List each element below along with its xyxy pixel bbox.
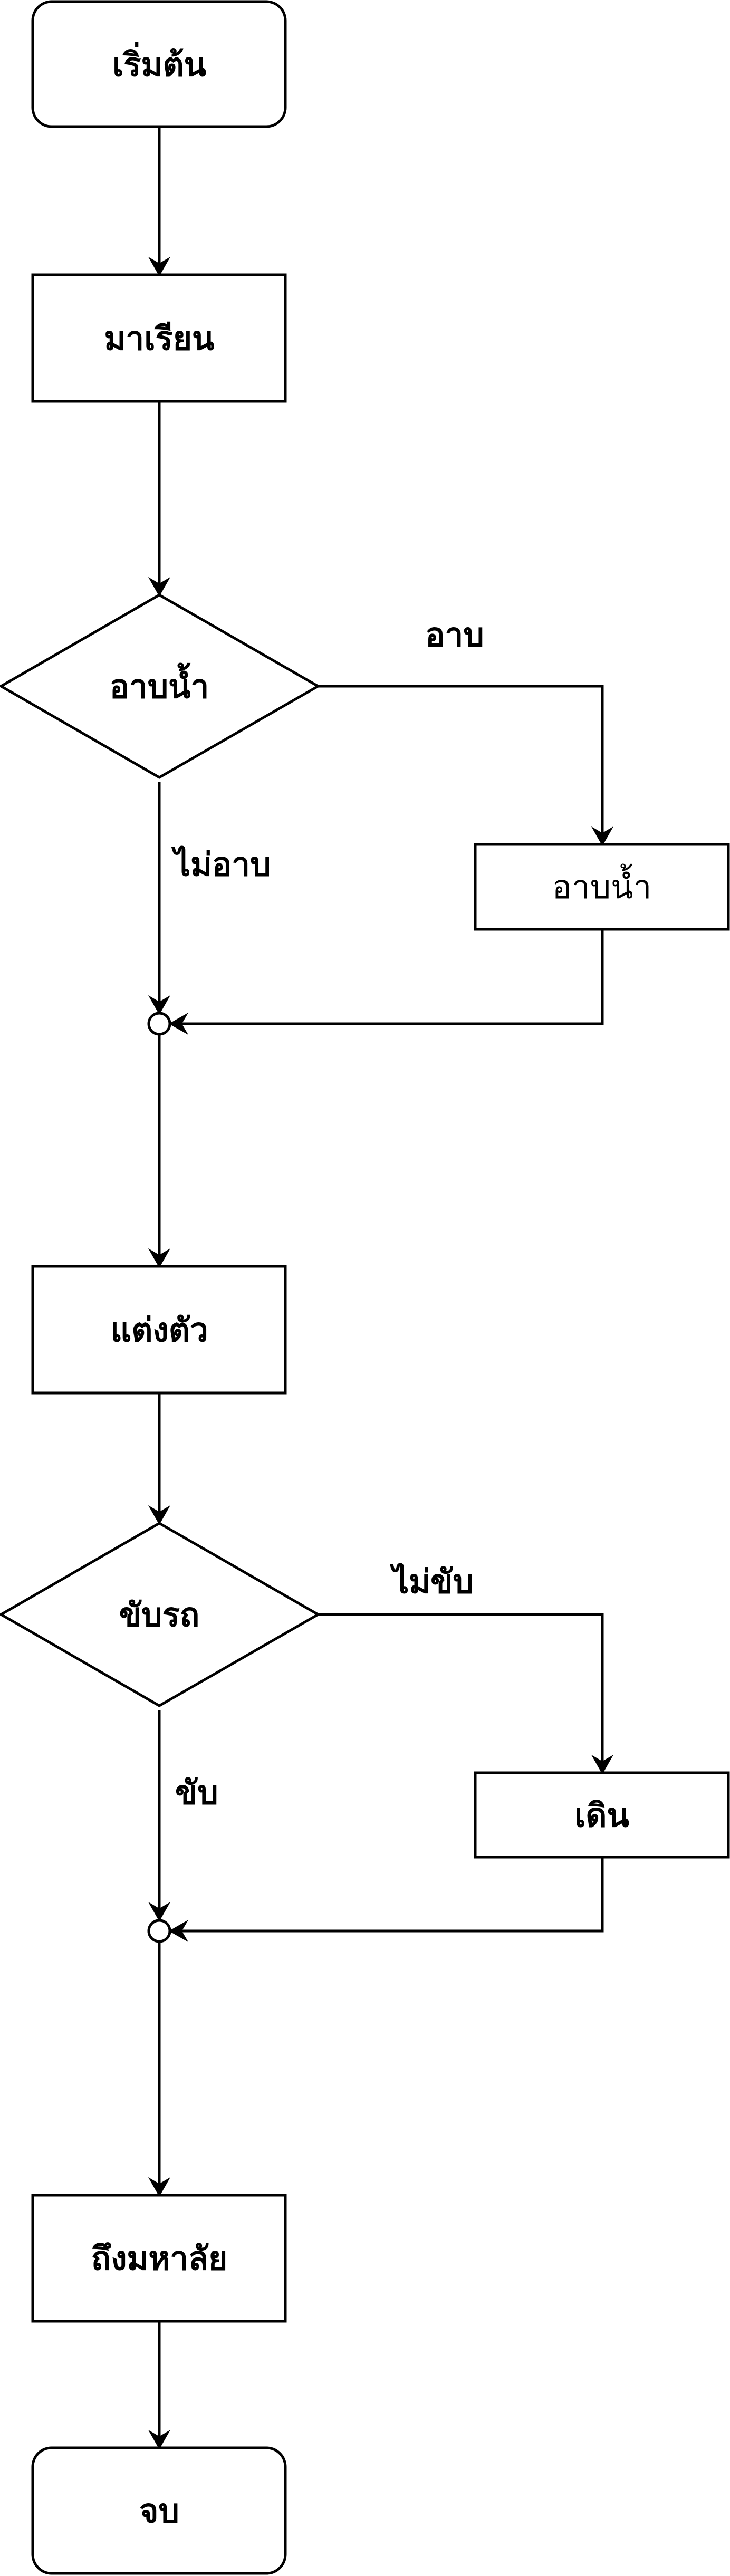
node-dress-label: แต่งตัว (110, 1311, 208, 1349)
node-drive-decision-label: ขับรถ (119, 1595, 200, 1634)
node-take-bath-label: อาบน้ำ (552, 863, 652, 906)
node-drive-decision[interactable]: ขับรถ (0, 1522, 321, 1707)
edge-bath-yes (318, 685, 612, 845)
node-walk-label: เดิน (574, 1796, 629, 1834)
node-bath-decision[interactable]: อาบน้ำ (0, 593, 321, 779)
edge-drive-no (318, 1613, 612, 1774)
node-dress[interactable]: แต่งตัว (31, 1265, 287, 1395)
edge-class-to-bath-decision (149, 401, 169, 596)
node-start-label: เริ่มต้น (112, 42, 206, 84)
node-end[interactable]: จบ (31, 2446, 287, 2575)
node-come-to-class-label: มาเรียน (104, 319, 215, 358)
node-end-label: จบ (139, 2492, 179, 2530)
node-take-bath[interactable]: อาบน้ำ (474, 843, 730, 931)
merge-point-2 (147, 1919, 171, 1943)
edge-label-bath-yes: อาบ (425, 616, 484, 654)
edge-merge-to-dress (149, 1035, 169, 1267)
node-start[interactable]: เริ่มต้น (31, 0, 287, 128)
edge-take-bath-to-merge (169, 929, 604, 1034)
edge-bath-no (149, 782, 169, 1014)
edge-dress-to-drive-decision (149, 1393, 169, 1524)
edge-start-to-class (149, 127, 169, 276)
node-bath-decision-label: อาบน้ำ (110, 662, 209, 706)
edge-drive-yes (149, 1710, 169, 1921)
node-arrive-university[interactable]: ถึงมหาลัย (31, 2194, 287, 2323)
edge-merge-to-arrive (149, 1942, 169, 2196)
node-come-to-class[interactable]: มาเรียน (31, 273, 287, 403)
edge-walk-to-merge (169, 1857, 604, 1941)
merge-point-1 (147, 1012, 171, 1036)
edge-label-drive-no: ไม่ขับ (389, 1562, 474, 1601)
edge-label-drive-yes: ขับ (175, 1773, 218, 1812)
edge-arrive-to-end (149, 2321, 169, 2449)
edge-label-bath-no: ไม่อาบ (171, 845, 271, 883)
node-walk[interactable]: เดิน (474, 1771, 730, 1859)
node-arrive-university-label: ถึงมหาลัย (91, 2239, 228, 2277)
